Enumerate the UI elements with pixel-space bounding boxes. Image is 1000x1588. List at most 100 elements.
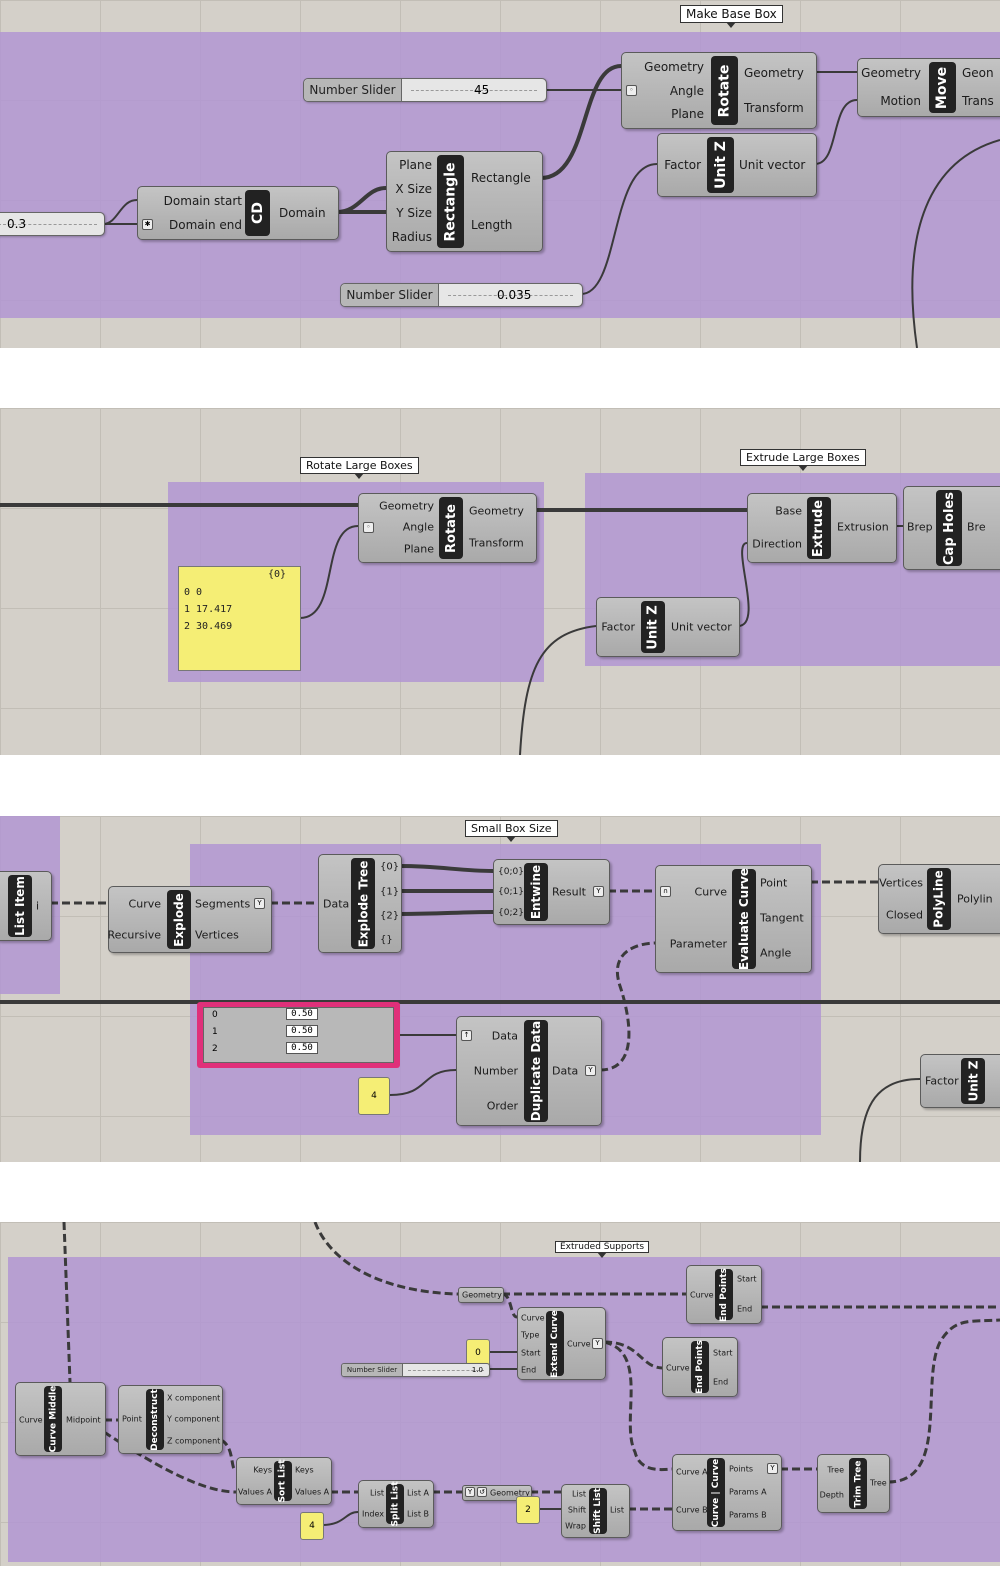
output-params-a[interactable]: Params A (729, 1487, 767, 1497)
input-factor[interactable]: Factor (601, 620, 635, 634)
input-branch-02[interactable]: {0;2} (498, 908, 524, 918)
output-brep[interactable]: Bre (967, 520, 986, 534)
input-plane[interactable]: Plane (403, 542, 434, 556)
number-param-4[interactable]: 4 (358, 1077, 390, 1115)
number-param-4[interactable]: 4 (300, 1512, 324, 1540)
list-item-component[interactable]: List Item i (0, 871, 52, 941)
input-index[interactable]: Index (361, 1509, 384, 1519)
output-transform[interactable]: Trans (962, 94, 994, 108)
output-curve[interactable]: Curve (567, 1339, 591, 1349)
data-panel[interactable]: {0} 0 0 1 17.417 2 30.469 (178, 566, 301, 671)
rectangle-component[interactable]: Rectangle Plane X Size Y Size Radius Rec… (386, 151, 543, 252)
input-branch-00[interactable]: {0;0} (498, 867, 524, 877)
input-factor[interactable]: Factor (925, 1074, 959, 1088)
deconstruct-component[interactable]: Deconstruct Point X component Y componen… (118, 1385, 223, 1454)
output-transform[interactable]: Transform (469, 536, 524, 550)
input-plane[interactable]: Plane (671, 107, 704, 121)
input-curve[interactable]: Curve (666, 1363, 690, 1373)
input-x-size[interactable]: X Size (395, 182, 432, 196)
input-branch-01[interactable]: {0;1} (498, 887, 524, 897)
end-points-component-2[interactable]: End Points Curve Start End (662, 1337, 738, 1397)
output-length[interactable]: Length (471, 218, 513, 232)
input-brep[interactable]: Brep (907, 520, 933, 534)
output-result[interactable]: Result (552, 885, 586, 899)
output-item[interactable]: i (36, 899, 40, 913)
output-end[interactable]: End (713, 1377, 729, 1387)
unit-z-component[interactable]: Unit Z Factor (920, 1054, 1000, 1108)
input-domain-start[interactable]: Domain start (163, 194, 242, 208)
evaluate-curve-component[interactable]: Evaluate Curve Curve Parameter Point Tan… (655, 865, 812, 973)
input-wrap[interactable]: Wrap (565, 1521, 586, 1531)
input-shift[interactable]: Shift (567, 1505, 586, 1515)
output-params-b[interactable]: Params B (729, 1510, 767, 1520)
input-tree[interactable]: Tree (827, 1465, 844, 1475)
input-geometry[interactable]: Geometry (644, 60, 704, 74)
entwine-component[interactable]: Entwine {0;0} {0;1} {0;2} Result Y (493, 859, 610, 925)
output-transform[interactable]: Transform (744, 101, 804, 115)
list-value[interactable]: 0.50 (286, 1025, 318, 1037)
input-radius[interactable]: Radius (391, 230, 432, 244)
input-parameter[interactable]: Parameter (669, 937, 727, 951)
input-geometry[interactable]: Geometry (861, 66, 921, 80)
number-param-0[interactable]: 0 (466, 1339, 490, 1367)
geometry-param[interactable]: Geometry (458, 1287, 504, 1303)
output-branch-1[interactable]: {1} (380, 886, 400, 898)
input-factor[interactable]: Factor (664, 158, 701, 172)
output-midpoint[interactable]: Midpoint (66, 1415, 101, 1425)
output-tree[interactable]: Tree (870, 1478, 887, 1488)
input-angle[interactable]: Angle (669, 84, 704, 98)
input-point[interactable]: Point (122, 1414, 142, 1424)
output-extrusion[interactable]: Extrusion (837, 520, 889, 534)
explode-tree-component[interactable]: Explode Tree Data {0} {1} {2} {} (318, 854, 402, 953)
input-data[interactable]: Data (491, 1029, 518, 1043)
output-segments[interactable]: Segments (195, 897, 251, 911)
number-slider-b[interactable]: Number Slider 0.035 (340, 283, 583, 307)
cap-holes-component[interactable]: Cap Holes Brep Bre (903, 486, 1000, 570)
input-end[interactable]: End (521, 1365, 537, 1375)
output-list-b[interactable]: List B (407, 1509, 430, 1519)
trim-tree-component[interactable]: Trim Tree Tree Depth Tree (817, 1454, 890, 1513)
input-y-size[interactable]: Y Size (396, 206, 432, 220)
value-list[interactable]: 0 0.50 1 0.50 2 0.50 (197, 1002, 400, 1068)
input-closed[interactable]: Closed (886, 908, 923, 922)
extend-curve-component[interactable]: Extend Curve Curve Type Start End Curve … (517, 1307, 606, 1380)
input-geometry[interactable]: Geometry (379, 499, 434, 513)
output-branch-2[interactable]: {2} (380, 910, 400, 922)
input-type[interactable]: Type (521, 1330, 540, 1340)
output-list[interactable]: List (610, 1505, 624, 1515)
input-curve-a[interactable]: Curve A (676, 1467, 708, 1477)
output-unit-vector[interactable]: Unit vector (671, 620, 732, 634)
rotate-component[interactable]: Rotate Geometry Angle Plane Geometry Tra… (621, 52, 817, 129)
input-curve[interactable]: Curve (521, 1313, 545, 1323)
output-geometry[interactable]: Geometry (744, 66, 804, 80)
number-slider-a[interactable]: Number Slider 45 (303, 78, 547, 102)
input-base[interactable]: Base (775, 504, 802, 518)
output-z-component[interactable]: Z component (167, 1436, 221, 1446)
output-domain[interactable]: Domain (279, 206, 326, 220)
input-order[interactable]: Order (486, 1099, 518, 1113)
curve-curve-component[interactable]: Curve | Curve Curve A Curve B Points Par… (672, 1454, 782, 1531)
input-curve[interactable]: Curve (19, 1415, 43, 1425)
extrude-component[interactable]: Extrude Base Direction Extrusion (747, 493, 897, 563)
output-start[interactable]: Start (713, 1348, 733, 1358)
shift-list-component[interactable]: Shift List List Shift Wrap List (561, 1484, 630, 1538)
polyline-component[interactable]: PolyLine Vertices Closed Polylin (878, 864, 1000, 934)
output-tangent[interactable]: Tangent (760, 911, 804, 925)
output-vertices[interactable]: Vertices (195, 928, 239, 942)
unit-z-component[interactable]: Unit Z Factor Unit vector (657, 133, 817, 197)
output-x-component[interactable]: X component (167, 1393, 221, 1403)
input-depth[interactable]: Depth (819, 1490, 844, 1500)
input-values-a[interactable]: Values A (237, 1487, 272, 1497)
list-value[interactable]: 0.50 (286, 1008, 318, 1020)
rotate-component[interactable]: Rotate Geometry Angle Plane Geometry Tra… (358, 493, 537, 563)
output-unit-vector[interactable]: Unit vector (739, 158, 806, 172)
output-values-a[interactable]: Values A (295, 1487, 330, 1497)
input-list[interactable]: List (572, 1489, 586, 1499)
output-list-a[interactable]: List A (407, 1488, 429, 1498)
input-vertices[interactable]: Vertices (879, 876, 923, 890)
unit-z-component[interactable]: Unit Z Factor Unit vector (596, 597, 740, 657)
duplicate-data-component[interactable]: Duplicate Data Data Number Order Data Y … (456, 1016, 602, 1126)
move-component[interactable]: Move Geometry Motion Geon Trans (857, 58, 1000, 117)
output-branch-0[interactable]: {0} (380, 861, 400, 873)
input-curve[interactable]: Curve (128, 897, 161, 911)
